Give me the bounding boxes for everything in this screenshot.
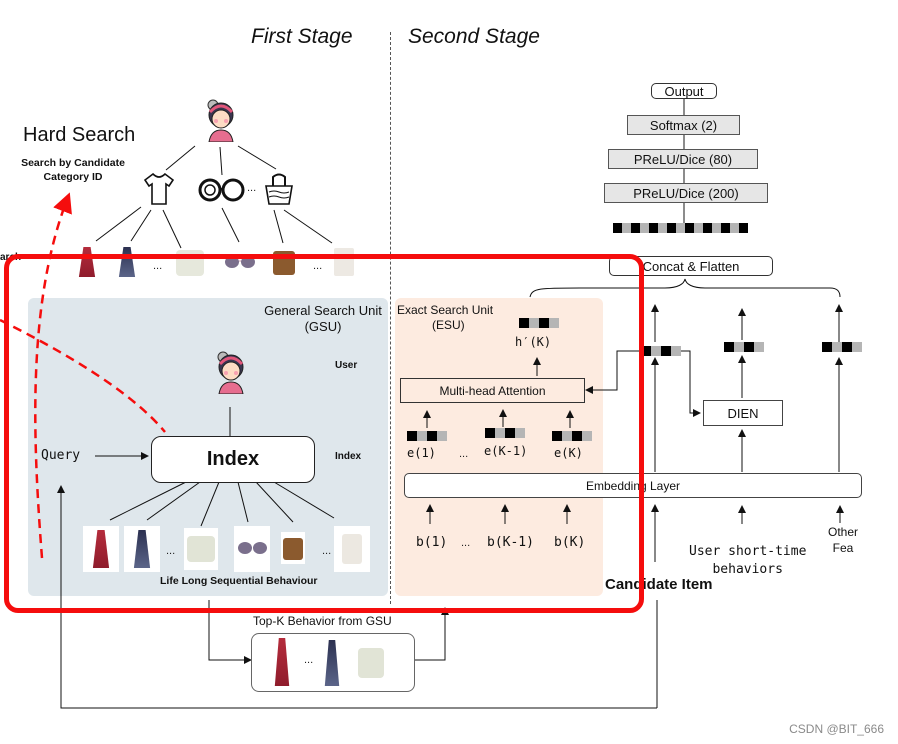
topk-product-2: [324, 640, 340, 686]
sequence-label: Life Long Sequential Behaviour: [160, 575, 318, 587]
user-label: User: [335, 360, 358, 371]
topk-box: ...: [251, 633, 415, 692]
dien-output-embedding: [724, 342, 764, 352]
hard-search-title: Hard Search: [23, 124, 136, 146]
first-stage-title: First Stage: [251, 25, 353, 48]
bag-icon: [264, 172, 294, 211]
embedding-ek: [552, 431, 592, 441]
multi-head-attention-box: Multi-head Attention: [400, 378, 585, 403]
concat-brace: [529, 278, 841, 298]
other-feature-embedding: [822, 342, 862, 352]
bk-1-label: b(K-1): [487, 535, 534, 550]
embedding-ek-1: [485, 428, 525, 438]
topk-label: Top-K Behavior from GSU: [253, 614, 392, 628]
gsu-product-4: [234, 526, 270, 572]
topk-ellipsis: ...: [304, 654, 314, 666]
candidate-embedding: [641, 346, 681, 356]
hard-search-arrow: [34, 192, 72, 559]
esu-panel: [395, 298, 603, 596]
bk-label: b(K): [554, 535, 586, 550]
gsu-product-2: [124, 526, 160, 572]
ek-1-label: e(K-1): [484, 444, 528, 458]
category-ellipsis: ...: [247, 182, 257, 194]
watermark: CSDN @BIT_666: [789, 722, 884, 736]
t-shirt-icon: [143, 172, 175, 213]
gsu-product-1: [83, 526, 119, 572]
prelu-200-layer: PReLU/Dice (200): [604, 183, 768, 203]
user-avatar-gsu: [213, 350, 249, 395]
esu-title: Exact Search Unit (ESU): [397, 303, 494, 332]
gsu-product-6: [334, 526, 370, 572]
esu-e-ellipsis: ...: [459, 448, 469, 460]
gsu-ellipsis-2: ...: [322, 545, 332, 557]
esu-output-embedding: [519, 318, 559, 328]
gsu-product-5: [281, 532, 305, 564]
short-time-behaviors-label: User short-time behaviors: [689, 544, 807, 577]
e1-label: e(1): [407, 446, 436, 460]
esu-output-label: h′(K): [515, 335, 552, 349]
second-stage-title: Second Stage: [408, 25, 540, 48]
query-label: Query: [41, 448, 81, 463]
embedding-layer-box: Embedding Layer: [404, 473, 862, 498]
items-ellipsis-2: ...: [313, 260, 323, 272]
concat-flatten-box: Concat & Flatten: [609, 256, 773, 276]
category-tree-lines: [95, 145, 333, 249]
embedding-e1: [407, 431, 447, 441]
gsu-product-3: [184, 528, 218, 570]
gsu-title: General Search Unit (GSU): [264, 303, 382, 334]
output-box: Output: [651, 83, 717, 99]
soft-search-dashed-line: [0, 318, 166, 433]
index-label: Index: [335, 451, 362, 462]
stage-divider: [390, 32, 391, 604]
product-sunglasses: [224, 255, 258, 269]
flattened-vector: [613, 223, 748, 233]
highlight-box: [4, 254, 644, 613]
items-ellipsis-1: ...: [153, 260, 163, 272]
candidate-item-label: Candidate Item: [605, 576, 713, 593]
softmax-layer: Softmax (2): [627, 115, 740, 135]
glasses-icon: [198, 177, 246, 208]
dien-box: DIEN: [703, 400, 783, 426]
index-box: Index: [151, 436, 315, 483]
other-features-label: Other Fea: [828, 525, 859, 555]
topk-product-3: [358, 648, 384, 678]
hard-search-subtitle: Search by Candidate Category ID: [21, 157, 125, 183]
topk-product-1: [274, 638, 290, 686]
b1-label: b(1): [416, 535, 448, 550]
prelu-80-layer: PReLU/Dice (80): [608, 149, 758, 169]
user-avatar-top: [203, 98, 239, 143]
gsu-ellipsis-1: ...: [166, 545, 176, 557]
ek-label: e(K): [554, 446, 583, 460]
esu-b-ellipsis: ...: [461, 537, 471, 549]
